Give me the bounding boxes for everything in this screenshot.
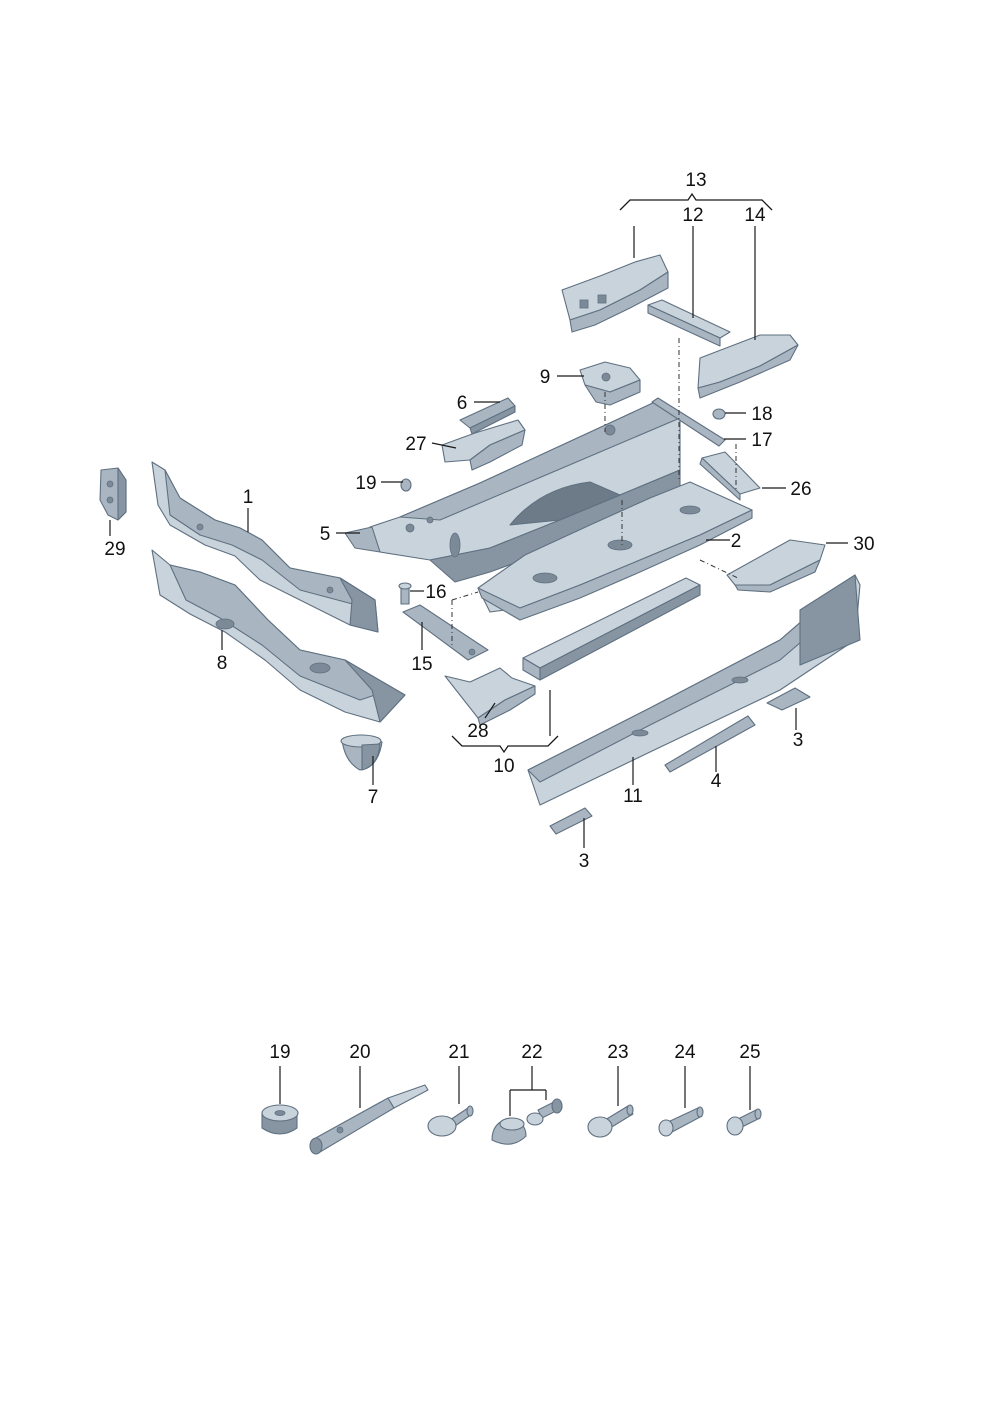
part-15-bracket xyxy=(402,604,489,661)
part-23-stud xyxy=(587,1104,634,1138)
callout-5: 5 xyxy=(320,524,331,545)
callout-20: 20 xyxy=(349,1042,370,1063)
part-4-strip xyxy=(664,715,756,773)
callout-19-upper: 19 xyxy=(355,473,376,494)
part-3-clip-upper xyxy=(766,687,811,711)
part-8-insulation xyxy=(151,549,406,723)
part-16-bolt xyxy=(398,582,412,605)
part-29-bracket xyxy=(99,467,127,521)
callout-15: 15 xyxy=(411,654,432,675)
callout-14: 14 xyxy=(744,205,766,226)
leader-lines xyxy=(109,226,848,848)
callout-30: 30 xyxy=(853,534,874,555)
part-3-clip-lower xyxy=(549,807,593,835)
callout-3-lower: 3 xyxy=(579,851,590,872)
part-14-bracket xyxy=(697,334,799,399)
part-30-panel xyxy=(726,539,826,593)
part-27-bracket xyxy=(441,419,526,471)
part-18-nut xyxy=(712,408,726,420)
callout-3-upper: 3 xyxy=(793,730,804,751)
callout-24: 24 xyxy=(674,1042,696,1063)
part-19-nut xyxy=(400,478,412,492)
part-13-assembly xyxy=(561,254,669,333)
part-24-stud xyxy=(658,1106,704,1137)
part-2-floor-pan xyxy=(477,481,753,621)
part-5-front-floor xyxy=(344,401,681,583)
fasteners-row: 19 20 21 22 23 24 25 xyxy=(261,1042,762,1155)
part-9-mount xyxy=(579,361,641,406)
part-28-bracket xyxy=(444,667,536,726)
callout-17: 17 xyxy=(751,430,772,451)
part-22-cap xyxy=(491,1117,527,1145)
callout-9: 9 xyxy=(540,367,551,388)
callout-23: 23 xyxy=(607,1042,628,1063)
callout-16: 16 xyxy=(425,582,446,603)
callout-12: 12 xyxy=(682,205,703,226)
callout-25: 25 xyxy=(739,1042,760,1063)
callout-19-fastener: 19 xyxy=(269,1042,290,1063)
part-20-rod xyxy=(309,1084,429,1155)
part-21-stud xyxy=(427,1105,474,1137)
part-22-bolt xyxy=(526,1098,563,1126)
callout-7: 7 xyxy=(368,787,379,808)
callout-26: 26 xyxy=(790,479,811,500)
part-10-inner-sill xyxy=(522,577,701,681)
callout-labels: 1 2 3 3 4 5 6 7 8 9 10 11 12 13 14 15 16… xyxy=(104,170,874,872)
callout-10: 10 xyxy=(493,756,514,777)
part-1-cross-member xyxy=(151,461,379,633)
part-7-cup xyxy=(340,734,383,771)
part-26-plate xyxy=(699,451,761,501)
part-25-stud xyxy=(726,1108,762,1136)
callout-28: 28 xyxy=(467,721,488,742)
assembly-lines xyxy=(451,338,739,648)
callout-8: 8 xyxy=(217,653,228,674)
part-17-strut xyxy=(651,397,726,447)
callout-22: 22 xyxy=(521,1042,542,1063)
callout-1: 1 xyxy=(243,487,254,508)
group-bracket-13 xyxy=(619,192,773,211)
callout-21: 21 xyxy=(448,1042,469,1063)
part-6-plate xyxy=(459,397,516,435)
part-11-outer-sill xyxy=(527,574,861,806)
callout-27: 27 xyxy=(405,434,426,455)
callout-18: 18 xyxy=(751,404,772,425)
callout-2: 2 xyxy=(731,531,742,552)
callout-11: 11 xyxy=(623,786,643,807)
callout-4: 4 xyxy=(711,771,722,792)
callout-29: 29 xyxy=(104,539,125,560)
group-bracket-10 xyxy=(451,735,559,754)
callout-6: 6 xyxy=(457,393,468,414)
part-12-rail xyxy=(647,299,731,347)
callout-13: 13 xyxy=(685,170,706,191)
part-19-spacer xyxy=(261,1104,299,1135)
